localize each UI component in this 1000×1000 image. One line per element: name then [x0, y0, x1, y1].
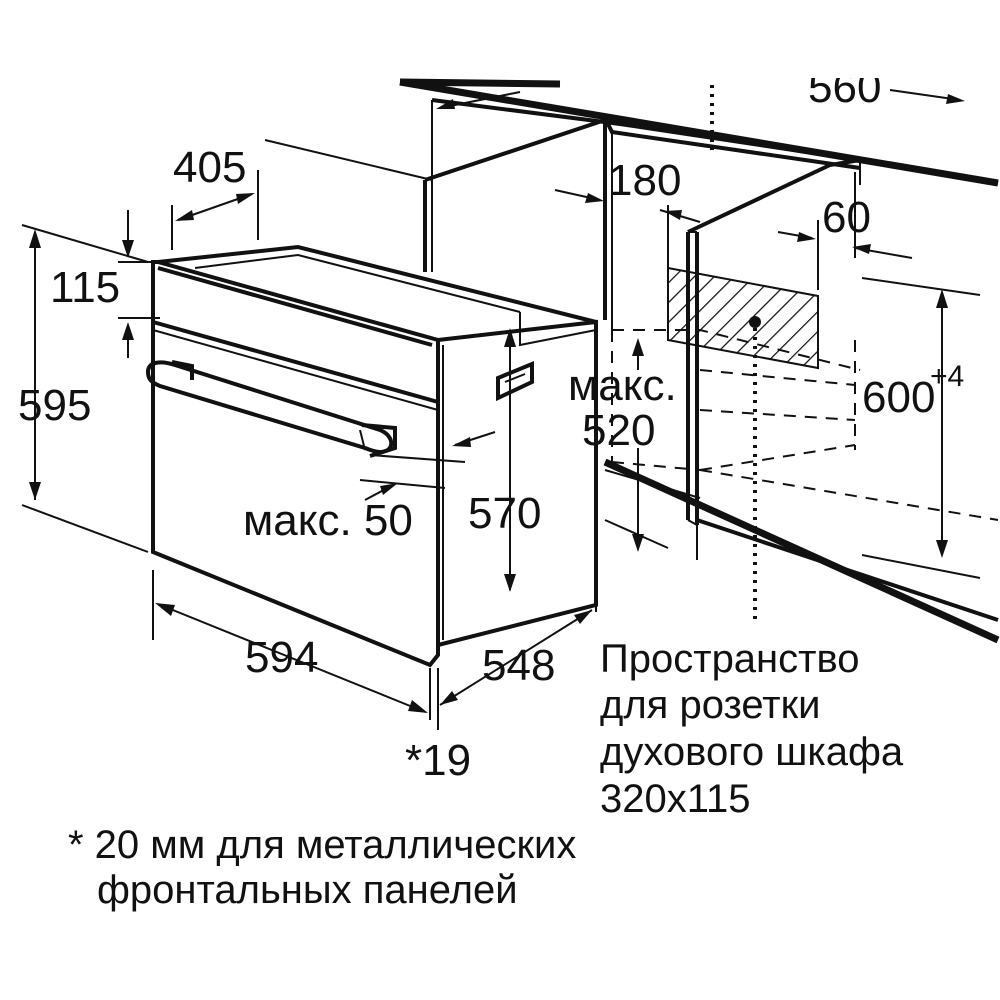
footnote-line1: * 20 мм для металлических: [68, 823, 576, 867]
dim-115-label: 115: [50, 263, 120, 312]
cabinet-niche: [399, 78, 1000, 644]
dimension-lines: [21, 89, 981, 730]
socket-note-line2: для розетки: [600, 683, 820, 727]
dim-595-label: 595: [18, 381, 91, 430]
socket-center-marker: [749, 316, 761, 328]
dim-600-label: 600: [862, 373, 935, 422]
socket-note-line1: Пространство: [600, 637, 860, 681]
dim-19-label: *19: [405, 736, 471, 785]
dim-180-label: 180: [608, 156, 681, 205]
notes: Пространство для розетки духового шкафа …: [68, 637, 904, 912]
socket-note-line3: духового шкафа: [600, 730, 904, 774]
dim-600-tolerance: +4: [930, 360, 964, 393]
dim-60-label: 60: [822, 193, 871, 242]
dim-520-label: 520: [582, 406, 655, 455]
dim-405-label: 405: [173, 143, 246, 192]
top-crop-mask: [0, 0, 1000, 78]
dim-570-label: 570: [468, 489, 541, 538]
socket-note-line4: 320x115: [600, 777, 751, 821]
dim-max-label: макс.: [568, 361, 677, 410]
footnote-line2: фронтальных панелей: [97, 868, 518, 912]
socket-zone: [667, 266, 819, 370]
dim-548-label: 548: [482, 641, 555, 690]
dimension-labels: 405 115 595 570 макс. 50 594 548 *19 180…: [18, 37, 964, 785]
oven-unit: [145, 244, 598, 668]
dim-max50-label: макс. 50: [243, 496, 413, 545]
dim-594-label: 594: [245, 633, 318, 682]
